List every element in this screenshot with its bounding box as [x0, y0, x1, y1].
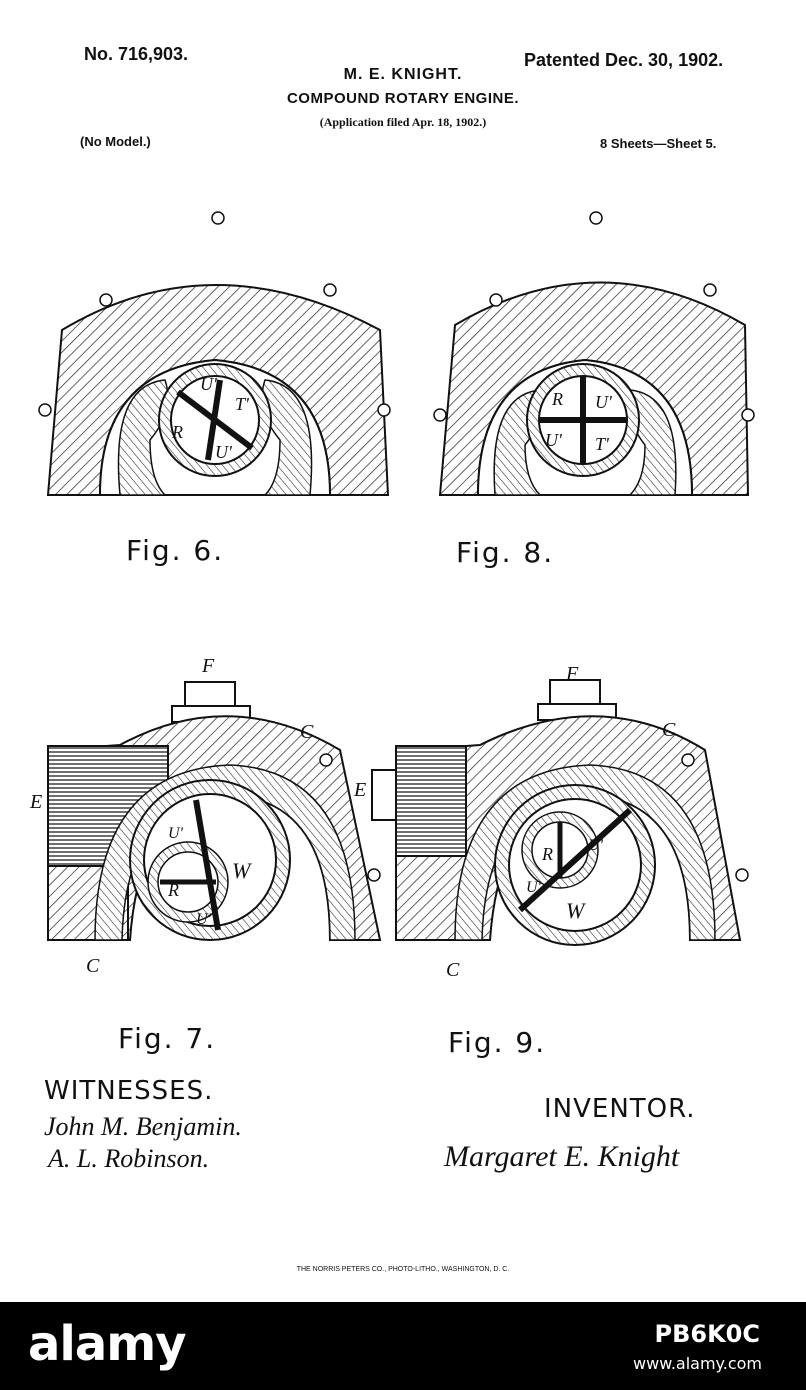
fig9-label-e: E — [353, 779, 366, 801]
printer-imprint: THE NORRIS PETERS CO., PHOTO-LITHO., WAS… — [296, 1266, 510, 1273]
site-url: www.alamy.com — [633, 1354, 762, 1373]
stock-id: PB6K0C — [654, 1320, 761, 1348]
witness-signature-2: A. L. Robinson. — [48, 1144, 210, 1173]
witness-signature-1: John M. Benjamin. — [44, 1112, 242, 1141]
fig8-label-r: R — [551, 389, 563, 409]
figure-8-drawing — [433, 211, 755, 496]
inventor-name: M. E. KNIGHT. — [343, 66, 463, 83]
fig7-label-u1: U' — [168, 825, 184, 842]
model-note: (No Model.) — [80, 134, 151, 149]
patent-drawings: U' T' R U' R U' U' T' F C — [29, 211, 755, 981]
fig9-label-u2: U' — [526, 879, 542, 896]
fig9-label-c-bottom: C — [446, 959, 460, 981]
fig9-label-f: F — [565, 663, 579, 685]
fig6-label-u2: U' — [215, 442, 233, 462]
application-date: (Application filed Apr. 18, 1902.) — [319, 115, 487, 129]
fig8-label-u1: U' — [595, 392, 613, 412]
fig8-label-u2: U' — [545, 430, 563, 450]
fig6-label-r: R — [171, 422, 183, 442]
watermark-bar: alamy PB6K0C www.alamy.com — [0, 1302, 806, 1390]
fig7-label-r: R — [167, 880, 179, 900]
patent-title: COMPOUND ROTARY ENGINE. — [286, 90, 520, 107]
fig7-label-f: F — [201, 655, 215, 677]
fig9-caption: Fig. 9. — [448, 1026, 547, 1059]
figure-7-drawing — [47, 681, 382, 941]
figure-6-drawing — [38, 211, 391, 496]
fig6-label-u1: U' — [200, 374, 218, 394]
fig7-label-u2: U' — [196, 911, 212, 928]
figure-9-drawing — [371, 679, 749, 946]
fig6-label-t1: T' — [235, 394, 250, 414]
fig9-label-u1: U' — [588, 837, 604, 854]
inventor-signature: Margaret E. Knight — [444, 1140, 680, 1173]
alamy-logo: alamy — [28, 1316, 187, 1372]
patent-number: No. 716,903. — [84, 44, 189, 64]
fig7-label-w: W — [232, 858, 252, 883]
witnesses-heading: WITNESSES. — [44, 1076, 214, 1106]
inventor-heading: INVENTOR. — [544, 1094, 696, 1124]
fig9-label-r: R — [541, 844, 553, 864]
fig8-caption: Fig. 8. — [456, 536, 555, 569]
fig7-label-c-top: C — [300, 721, 314, 743]
sheet-number: 8 Sheets—Sheet 5. — [600, 136, 717, 151]
fig6-caption: Fig. 6. — [126, 534, 225, 567]
fig7-caption: Fig. 7. — [118, 1022, 217, 1055]
patent-date: Patented Dec. 30, 1902. — [524, 50, 724, 70]
fig8-label-t1: T' — [595, 434, 610, 454]
fig7-label-c-bottom: C — [86, 955, 100, 977]
fig9-label-c-top: C — [662, 719, 676, 741]
fig9-label-w: W — [566, 898, 586, 923]
fig7-label-e: E — [29, 791, 42, 813]
